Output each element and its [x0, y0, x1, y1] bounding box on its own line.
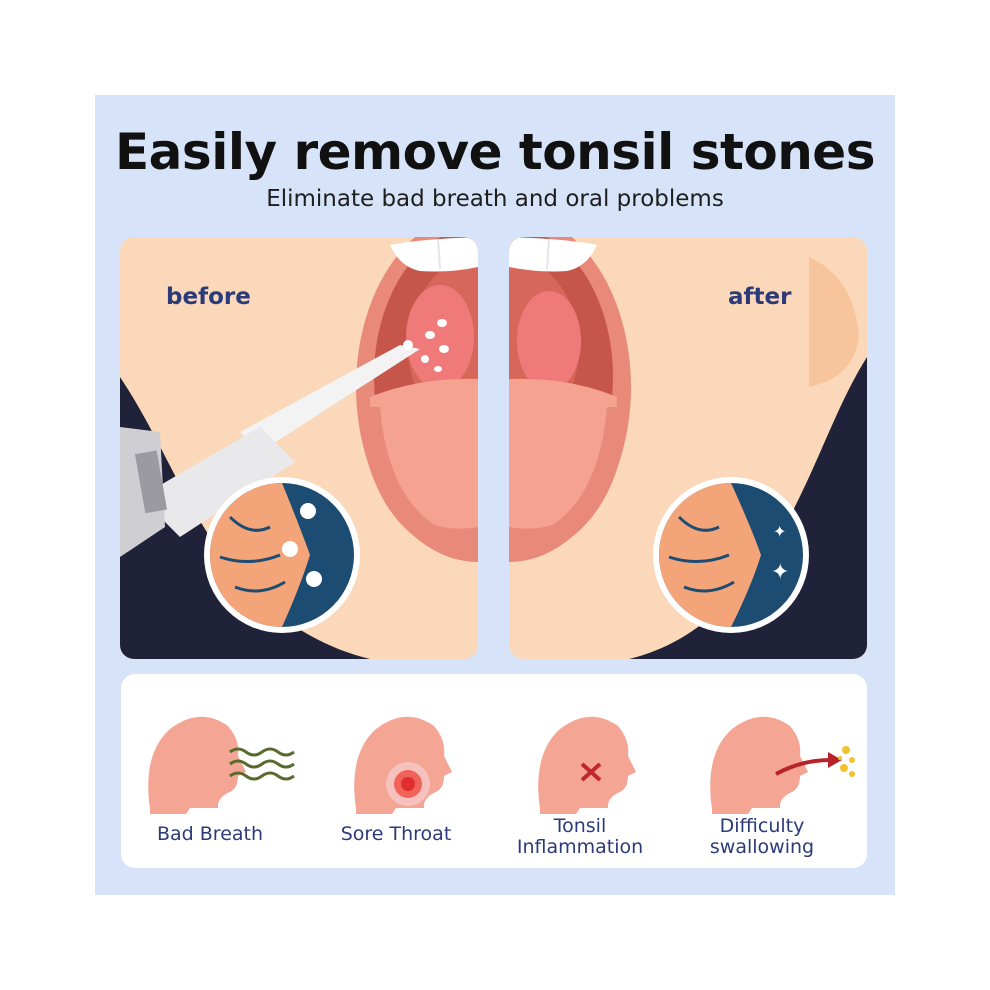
- zoom-circle-after: ✦ ✦: [653, 477, 809, 633]
- red-x-icon: [580, 762, 602, 782]
- symptom-tonsil-inflammation: Tonsil Inflammation: [490, 674, 670, 868]
- throat-glow-icon: [386, 762, 430, 806]
- irrigator-device: [120, 340, 420, 557]
- particles-icon: [838, 746, 855, 777]
- after-illustration: ✦ ✦: [509, 237, 867, 659]
- symptom-sore-throat: Sore Throat: [306, 674, 486, 868]
- after-label: after: [728, 284, 792, 310]
- before-panel: [120, 237, 478, 659]
- head-profile-icon: [538, 716, 636, 814]
- page-subtitle: Eliminate bad breath and oral problems: [266, 186, 724, 212]
- head-profile-icon: [354, 716, 452, 814]
- page-title: Easily remove tonsil stones: [115, 123, 875, 181]
- symptom-label-line2: Inflammation: [516, 836, 644, 858]
- zoom-circle-before: [204, 477, 360, 633]
- symptom-label: Bad Breath: [156, 823, 264, 845]
- head-profile-icon: [710, 716, 855, 814]
- symptom-label-line1: Difficulty: [719, 815, 805, 837]
- sparkle-icon: ✦: [773, 522, 786, 541]
- before-label: before: [166, 284, 251, 310]
- wavy-lines-icon: [229, 747, 295, 781]
- symptom-label-line1: Tonsil: [553, 815, 607, 837]
- red-arrow-icon: [775, 752, 842, 776]
- symptom-label-line2: swallowing: [709, 836, 815, 858]
- before-illustration: [120, 237, 478, 659]
- after-panel: ✦ ✦: [509, 237, 867, 659]
- symptom-difficulty-swallowing: Difficulty swallowing: [672, 674, 855, 868]
- symptom-bad-breath: Bad Breath: [120, 674, 300, 868]
- head-profile-icon: [148, 716, 295, 814]
- sparkle-icon: ✦: [771, 560, 789, 585]
- symptom-label: Sore Throat: [340, 823, 452, 845]
